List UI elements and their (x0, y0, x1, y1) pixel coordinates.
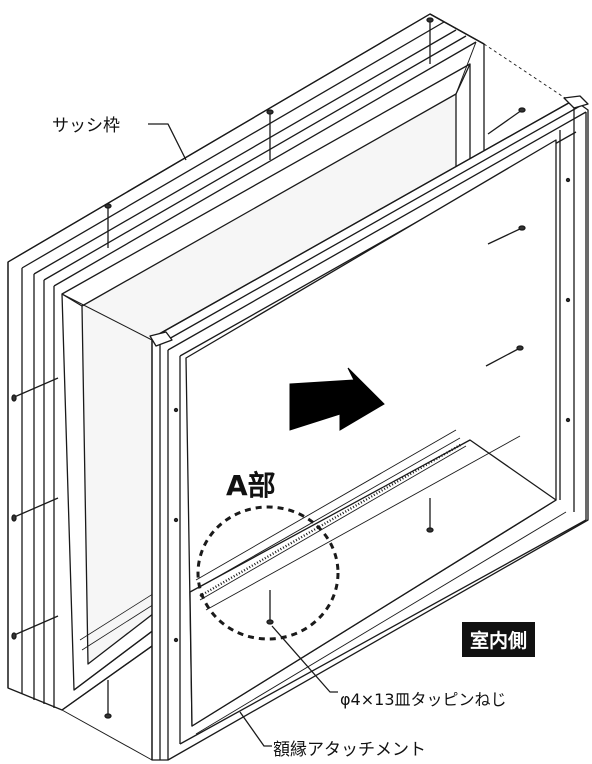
floor-screws (104, 498, 434, 719)
leader-lines (148, 123, 338, 747)
front-right-screws (485, 107, 526, 367)
screw-spec-label: φ4×13皿タッピンねじ (340, 690, 507, 709)
trim-attachment-label: 額縁アタッチメント (273, 740, 426, 760)
sash-left-screws (11, 377, 59, 640)
trim-attachment-frame (61, 43, 589, 761)
sash-top-screws (104, 17, 434, 248)
part-a-label: A部 (226, 469, 276, 502)
direction-arrow-icon (289, 367, 385, 431)
sash-frame-label: サッシ枠 (52, 116, 120, 136)
indoor-side-badge: 室内側 (462, 622, 536, 657)
part-a-detail-circle (196, 505, 340, 641)
